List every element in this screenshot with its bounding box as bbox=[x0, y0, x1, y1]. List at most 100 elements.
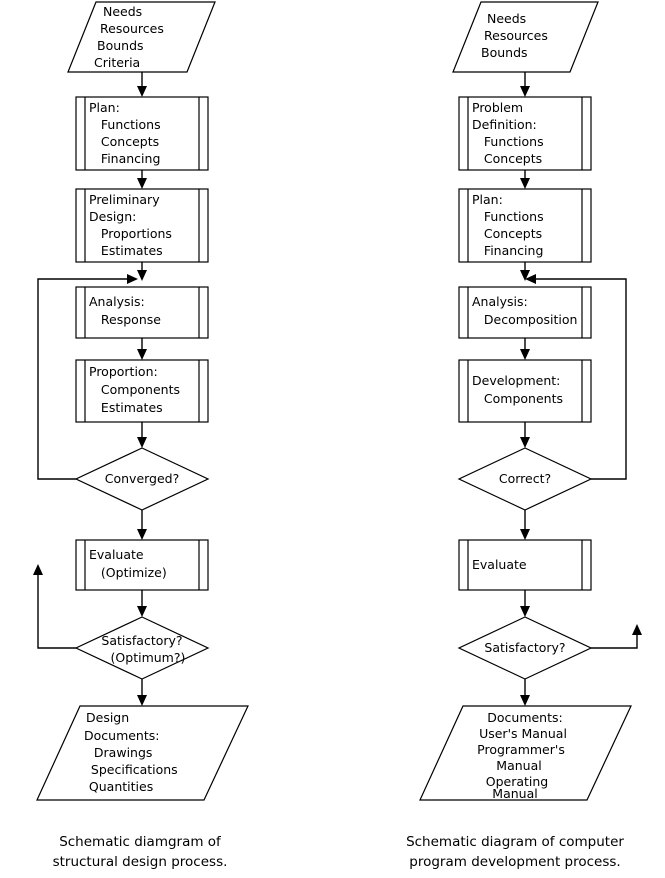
left-satisfactory-shape bbox=[74, 616, 210, 680]
left-caption-line-1: Schematic diamgram of bbox=[59, 834, 222, 850]
right-output-line-5: Manual bbox=[492, 786, 537, 801]
left-proportion-shape bbox=[75, 359, 209, 423]
left-input-line-3: Criteria bbox=[94, 55, 140, 70]
node-right-satisfactory: Satisfactory? bbox=[457, 616, 593, 680]
left-preliminary-shape bbox=[75, 188, 209, 263]
arrow-head-icon bbox=[137, 437, 147, 448]
right-evaluate-shape bbox=[458, 539, 592, 591]
arrow-head-icon bbox=[520, 606, 530, 617]
arrow-head-icon bbox=[137, 695, 147, 706]
arrow-head-icon bbox=[632, 624, 642, 635]
right-caption: Schematic diagram of computer program de… bbox=[406, 834, 624, 870]
arrow-head-icon bbox=[520, 437, 530, 448]
left-plan-shape bbox=[75, 96, 209, 171]
right-plan-line-0: Plan: bbox=[472, 192, 503, 207]
node-right-output: Documents: User's Manual Programmer's Ma… bbox=[419, 705, 632, 801]
left-evaluate-shape bbox=[75, 539, 209, 591]
left-input-shape bbox=[67, 1, 216, 73]
arrow-head-icon bbox=[520, 270, 530, 281]
left-proportion-line-0: Proportion: bbox=[89, 364, 158, 379]
left-preliminary-line-0: Preliminary bbox=[89, 192, 160, 207]
left-input-line-0: Needs bbox=[103, 4, 142, 19]
left-output-line-3: Specifications bbox=[79, 762, 178, 777]
connector-right-correct-to-evaluate bbox=[520, 510, 530, 540]
right-caption-line-2: program development process. bbox=[409, 854, 620, 870]
connector-left-satisfactory-to-output bbox=[137, 679, 147, 706]
left-input-line-2: Bounds bbox=[97, 38, 144, 53]
node-right-problem: Problem Definition: Functions Concepts bbox=[458, 96, 592, 171]
node-right-plan: Plan: Functions Concepts Financing bbox=[458, 188, 592, 263]
connector-left-plan-to-preliminary bbox=[137, 170, 147, 189]
right-output-line-0: Documents: bbox=[487, 710, 562, 725]
connector-right-development-to-correct bbox=[520, 422, 530, 448]
right-caption-line-1: Schematic diagram of computer bbox=[406, 834, 624, 850]
right-output-line-2: Programmer's bbox=[477, 742, 565, 757]
node-left-proportion: Proportion: Components Estimates bbox=[75, 359, 209, 423]
connector-left-input-to-plan bbox=[137, 72, 147, 97]
node-right-input: Needs Resources Bounds bbox=[452, 1, 599, 73]
right-output-shape bbox=[419, 705, 632, 801]
connector-left-converged-to-evaluate bbox=[137, 510, 147, 540]
node-left-plan: Plan: Functions Concepts Financing bbox=[75, 96, 209, 171]
left-output-shape bbox=[36, 705, 249, 801]
right-problem-line-3: Concepts bbox=[472, 151, 542, 166]
left-proportion-line-1: Components bbox=[89, 382, 180, 397]
node-right-evaluate: Evaluate bbox=[458, 539, 592, 591]
arrow-head-icon bbox=[520, 349, 530, 360]
connector-right-problem-to-plan bbox=[520, 170, 530, 189]
connector-right-analysis-to-development bbox=[520, 338, 530, 360]
connector-right-satisfactory-to-output bbox=[520, 679, 530, 706]
right-problem-line-0: Problem bbox=[472, 100, 523, 115]
right-analysis-line-1: Decomposition bbox=[472, 312, 577, 327]
connector-left-preliminary-to-analysis bbox=[137, 262, 147, 281]
right-problem-shape bbox=[458, 96, 592, 171]
right-correct-line-0: Correct? bbox=[499, 471, 551, 486]
left-plan-line-0: Plan: bbox=[89, 100, 120, 115]
node-left-output: Design Documents: Drawings Specification… bbox=[36, 705, 249, 801]
connector-left-proportion-to-converged bbox=[137, 422, 147, 448]
left-analysis-line-0: Analysis: bbox=[89, 294, 145, 309]
right-analysis-line-0: Analysis: bbox=[472, 294, 528, 309]
node-left-evaluate: Evaluate (Optimize) bbox=[75, 539, 209, 591]
left-satisfactory-line-0: Satisfactory? bbox=[101, 633, 182, 648]
right-satisfactory-line-0: Satisfactory? bbox=[484, 640, 565, 655]
node-left-satisfactory: Satisfactory? (Optimum?) bbox=[74, 616, 210, 680]
connector-left-evaluate-to-satisfactory bbox=[137, 590, 147, 617]
arrow-head-icon bbox=[137, 529, 147, 540]
left-column: Needs Resources Bounds Criteria Plan: Fu… bbox=[33, 1, 249, 870]
right-analysis-shape bbox=[458, 286, 592, 339]
node-left-converged: Converged? bbox=[74, 447, 210, 511]
node-right-analysis: Analysis: Decomposition bbox=[458, 286, 592, 339]
arrow-head-icon bbox=[127, 274, 138, 284]
arrow-head-icon bbox=[525, 274, 536, 284]
right-problem-line-1: Definition: bbox=[472, 117, 537, 132]
left-caption-line-2: structural design process. bbox=[53, 854, 228, 870]
left-plan-line-1: Functions bbox=[89, 117, 161, 132]
right-development-shape bbox=[458, 359, 592, 423]
connector-right-input-to-problem bbox=[520, 72, 530, 97]
left-output-line-4: Quantities bbox=[77, 779, 153, 794]
arrow-head-icon bbox=[520, 178, 530, 189]
arrow-head-icon bbox=[520, 86, 530, 97]
node-left-analysis: Analysis: Response bbox=[75, 286, 209, 339]
left-preliminary-line-3: Estimates bbox=[89, 243, 163, 258]
right-output-line-3: Manual bbox=[496, 758, 541, 773]
right-column: Needs Resources Bounds Problem Definitio… bbox=[406, 1, 642, 870]
arrow-head-icon bbox=[137, 178, 147, 189]
feedback-loop-right-satisfactory bbox=[591, 624, 642, 649]
left-proportion-line-2: Estimates bbox=[89, 400, 163, 415]
right-development-line-0: Development: bbox=[472, 373, 560, 388]
right-development-line-1: Components bbox=[472, 391, 563, 406]
node-left-preliminary: Preliminary Design: Proportions Estimate… bbox=[75, 188, 209, 263]
feedback-loop-right-correct bbox=[525, 274, 627, 480]
arrow-head-icon bbox=[137, 270, 147, 281]
node-right-development: Development: Components bbox=[458, 359, 592, 423]
left-plan-line-2: Concepts bbox=[89, 134, 159, 149]
left-caption: Schematic diamgram of structural design … bbox=[53, 834, 228, 870]
arrow-head-icon bbox=[520, 695, 530, 706]
left-preliminary-line-1: Design: bbox=[89, 209, 136, 224]
arrow-head-icon bbox=[33, 564, 43, 575]
arrow-head-icon bbox=[137, 349, 147, 360]
right-evaluate-line-0: Evaluate bbox=[472, 557, 527, 572]
